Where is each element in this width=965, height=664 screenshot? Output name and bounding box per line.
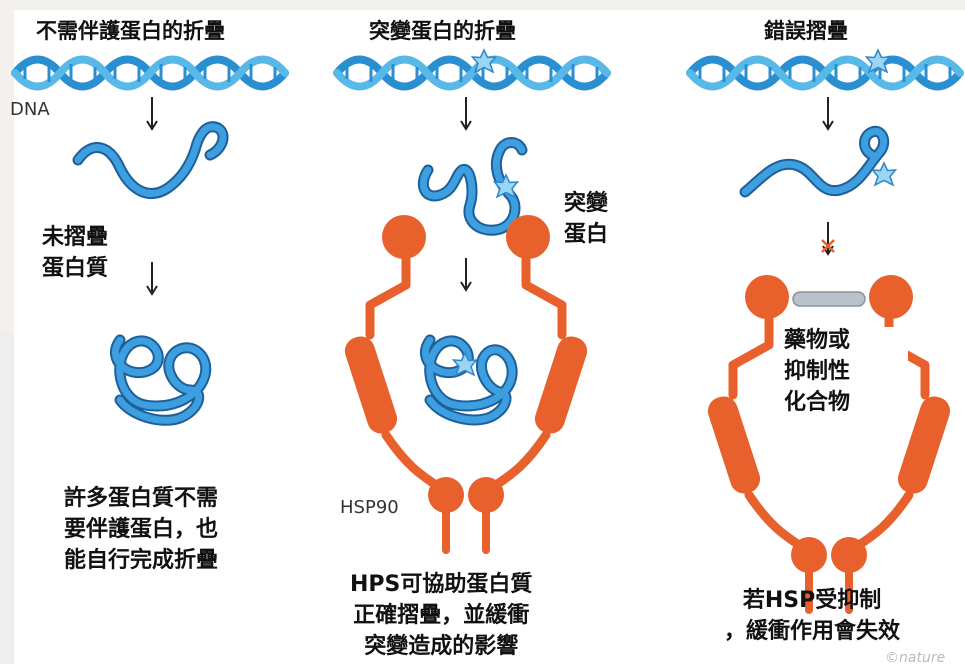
arrow-down: [146, 261, 158, 295]
arrow-down: [822, 96, 834, 130]
mutant-protein-label: 突變 蛋白: [564, 191, 609, 247]
arrow-down: [146, 96, 158, 130]
background-band: [0, 0, 965, 10]
mutation-star-icon: [871, 162, 897, 186]
unfolded-protein-label: 未摺疊 蛋白質: [42, 225, 109, 281]
caption: HPS可協助蛋白質 正確摺疊，並緩衝 突變造成的影響: [350, 572, 533, 659]
caption: 許多蛋白質不需 要伴護蛋白，也 能自行完成折疊: [64, 486, 219, 573]
dna-label: DNA: [10, 99, 50, 120]
column-title: 錯誤摺疊: [764, 19, 848, 43]
hsp90-label: HSP90: [340, 497, 399, 518]
caption: 若HSP受抑制 ，緩衝作用會失效: [724, 588, 901, 644]
dna-helix: [15, 60, 285, 87]
blocked-x-icon: [821, 239, 835, 253]
dna-helix: [690, 60, 960, 87]
arrow-down: [460, 257, 472, 291]
background-band: [0, 10, 14, 332]
drug-label: 藥物或 抑制性 化合物: [784, 328, 851, 415]
drug-label-box: [780, 327, 908, 411]
inhibitor-rod: [792, 291, 866, 307]
watermark: ©nature: [885, 650, 946, 664]
column-title: 突變蛋白的折疊: [369, 19, 516, 43]
background-band: [0, 332, 14, 664]
column-title: 不需伴護蛋白的折疊: [36, 19, 225, 43]
arrow-down: [460, 96, 472, 130]
dna-helix: [337, 60, 607, 87]
